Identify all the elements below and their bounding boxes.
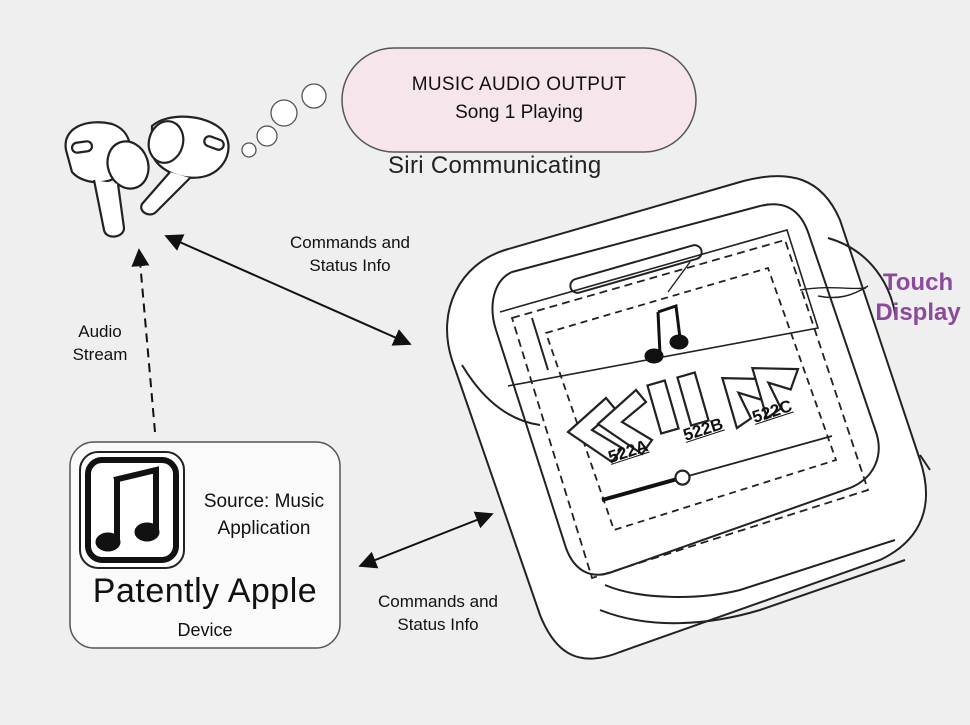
- audio-stream-line2: Stream: [72, 345, 128, 364]
- touch-callout-line: [817, 285, 869, 299]
- rewind-icon: [566, 388, 654, 464]
- earbud-left: [64, 121, 150, 238]
- music-note-icon: [95, 466, 160, 552]
- fast-forward-icon: [720, 366, 800, 430]
- touch-label-line1: Touch: [882, 269, 954, 296]
- progress-fill: [601, 475, 684, 502]
- arrow-commands-top: [164, 234, 412, 346]
- progress-knob: [674, 469, 691, 486]
- device-label: Device: [177, 620, 233, 640]
- brand-name: Patently Apple: [92, 572, 318, 610]
- earbud-right: [140, 115, 230, 216]
- touch-display-label: Touch Display: [866, 268, 970, 328]
- thought-bubble: [241, 47, 697, 158]
- arrow-audio-stream: [131, 248, 156, 433]
- bubble-subtitle: Song 1 Playing: [455, 102, 583, 123]
- source-label-line2: Application: [217, 518, 311, 539]
- audio-stream-label: Audio Stream: [58, 320, 142, 366]
- touch-label-line2: Display: [875, 299, 961, 326]
- touch-display: [499, 229, 870, 580]
- music-note-icon: [644, 303, 689, 364]
- charging-case: [446, 175, 931, 660]
- commands-label-bottom-line2: Status Info: [397, 615, 479, 634]
- audio-stream-line1: Audio: [78, 322, 122, 341]
- source-device: [69, 441, 341, 649]
- pause-icon: [646, 371, 710, 435]
- arrow-commands-bottom: [358, 511, 494, 569]
- commands-label-top: Commands and Status Info: [270, 231, 430, 277]
- source-label: Source: Music Application: [190, 488, 338, 542]
- siri-label: Siri Communicating: [388, 152, 602, 179]
- commands-label-top-line1: Commands and: [289, 233, 410, 252]
- bubble-title: MUSIC AUDIO OUTPUT: [411, 74, 627, 95]
- commands-label-top-line2: Status Info: [309, 256, 391, 275]
- source-label-line1: Source: Music: [203, 491, 325, 512]
- earbuds-illustration: [64, 115, 230, 238]
- commands-label-bottom-line1: Commands and: [377, 592, 498, 611]
- commands-label-bottom: Commands and Status Info: [358, 590, 518, 636]
